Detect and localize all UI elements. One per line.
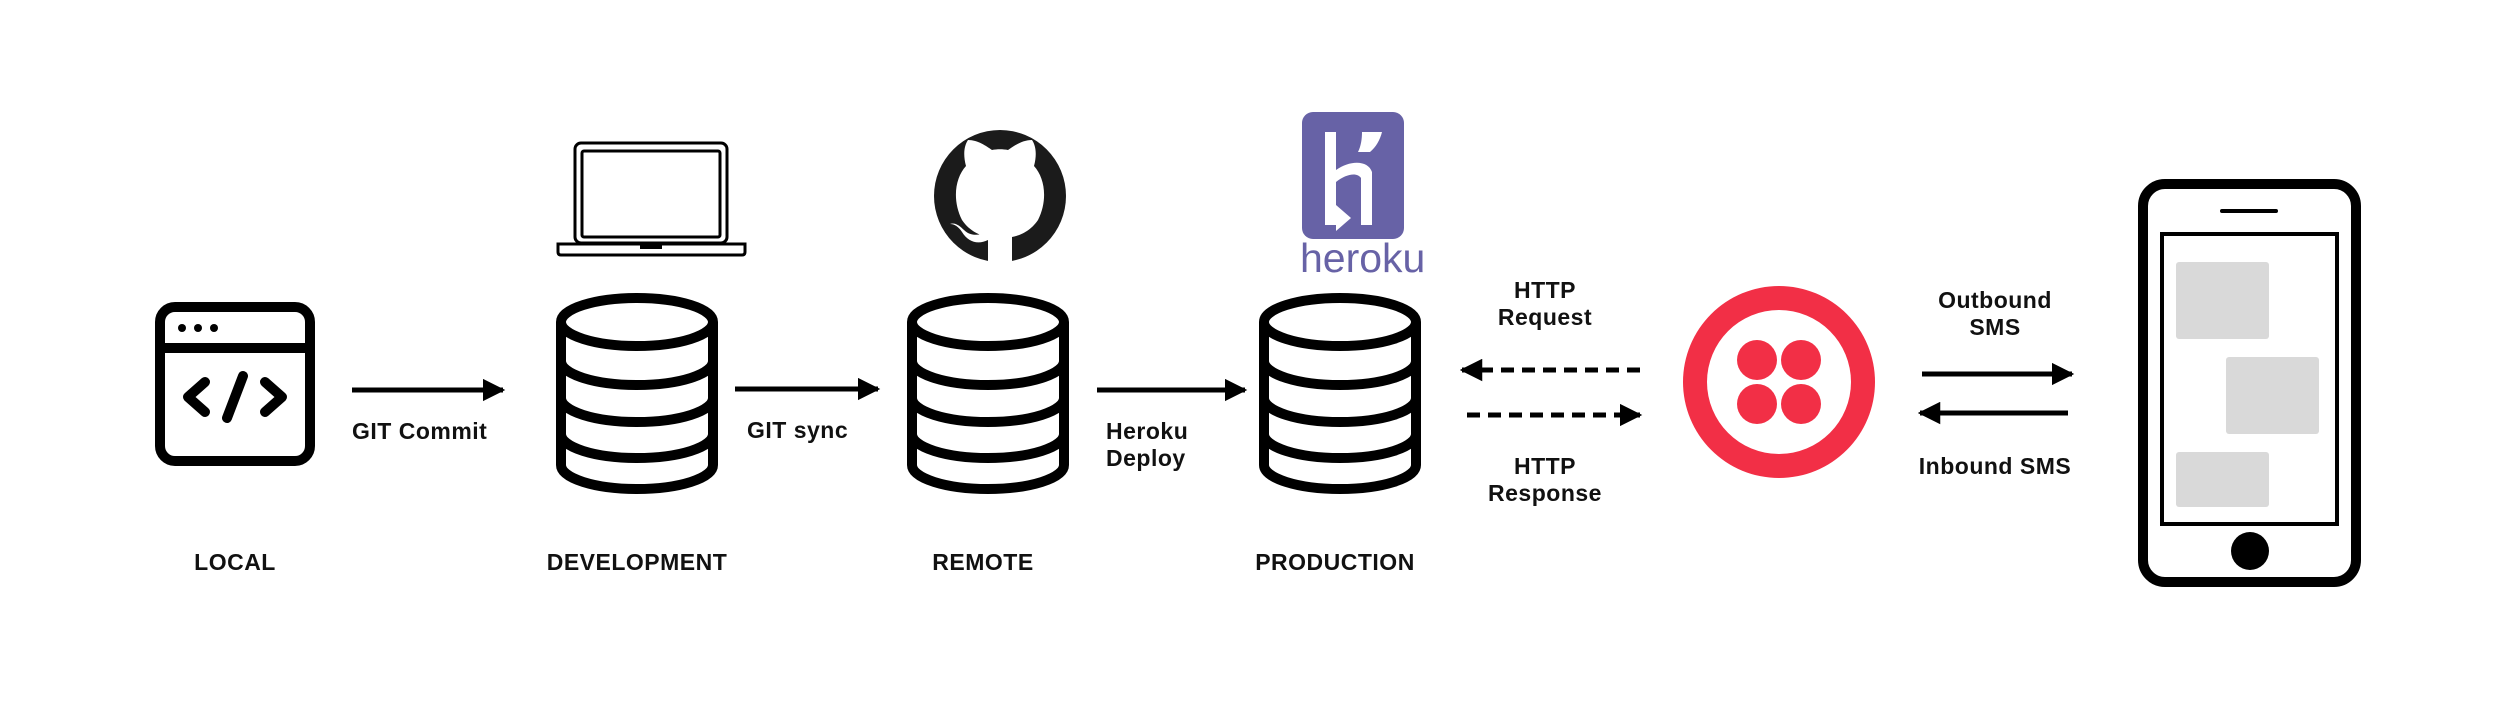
code-window-icon [155,302,315,466]
message-bubble-incoming [2176,262,2269,339]
http-response-label: HTTP Response [1470,453,1620,507]
message-bubble-incoming-2 [2176,452,2269,507]
http-request-label-line2: Request [1497,304,1593,330]
inbound-sms-label: Inbound SMS [1918,453,2072,479]
http-request-label-line1: HTTP [1513,277,1577,303]
heroku-wordmark: heroku [1300,235,1426,281]
message-bubble-outgoing [2226,357,2319,434]
development-database-icon [556,293,718,494]
laptop-icon [556,141,747,257]
git-sync-label: GIT sync [747,417,849,443]
mobile-phone-icon [2138,179,2361,587]
heroku-deploy-label: Heroku Deploy [1106,418,1188,472]
remote-database-icon [907,293,1069,494]
git-commit-label: GIT Commit [352,418,488,444]
stage-label-remote: REMOTE [932,549,1034,575]
production-database-icon [1259,293,1421,494]
stage-label-development: DEVELOPMENT [546,549,728,575]
http-response-label-line2: Response [1488,480,1602,506]
heroku-deploy-label-line2: Deploy [1106,445,1186,471]
heroku-logo-icon [1302,112,1404,239]
home-button [2231,532,2269,570]
stage-label-production: PRODUCTION [1255,549,1415,575]
outbound-sms-label-line2: SMS [1969,314,2021,340]
outbound-sms-label: Outbound SMS [1915,287,2075,341]
github-octocat-icon [934,130,1066,262]
http-response-label-line1: HTTP [1513,453,1577,479]
stage-label-local: LOCAL [194,549,276,575]
twilio-logo-icon [1683,286,1875,478]
outbound-sms-label-line1: Outbound [1938,287,2052,313]
heroku-deploy-label-line1: Heroku [1106,418,1189,444]
http-request-label: HTTP Request [1470,277,1620,331]
